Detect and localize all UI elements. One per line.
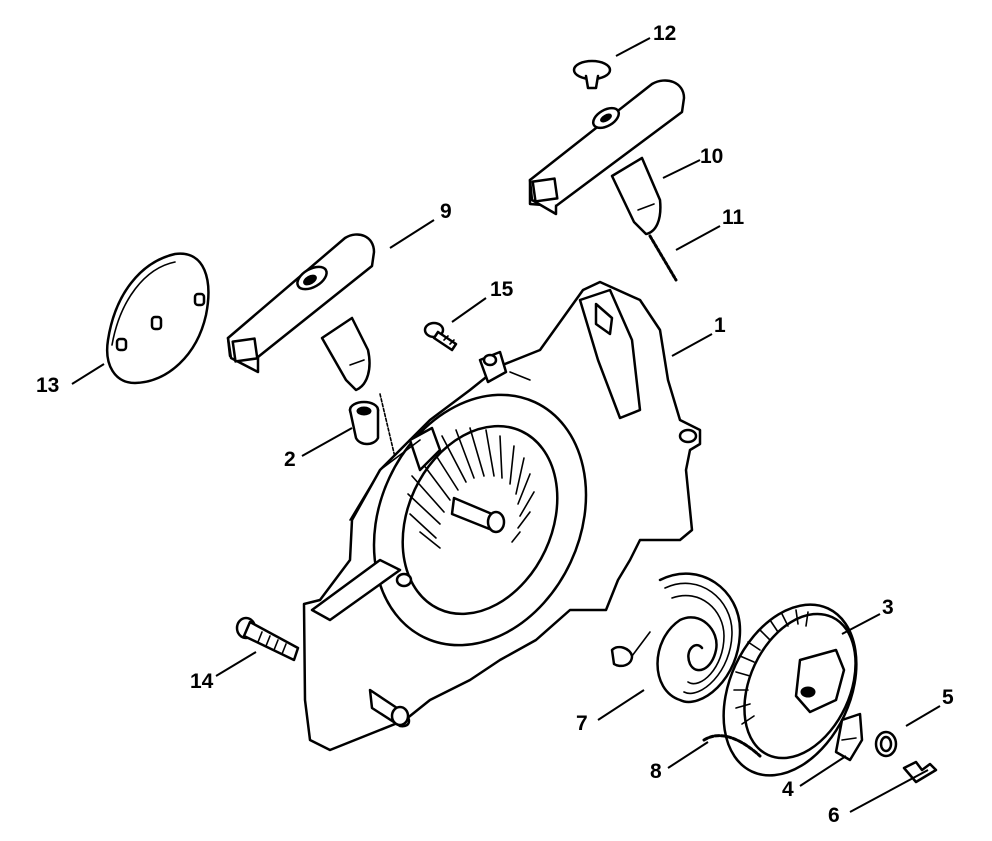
screw-15 (423, 321, 458, 352)
callout-2: 2 (284, 448, 296, 471)
screw-14 (235, 616, 300, 662)
callout-6: 6 (828, 804, 840, 827)
callout-4: 4 (782, 778, 794, 801)
callout-8: 8 (650, 760, 662, 783)
rewind-spring-7 (610, 572, 742, 704)
washer-5 (874, 730, 898, 758)
callout-3: 3 (882, 596, 894, 619)
callout-11: 11 (722, 206, 745, 229)
cover-plate-13 (105, 252, 210, 385)
callout-7: 7 (576, 712, 588, 735)
callout-10: 10 (700, 145, 723, 168)
callout-5: 5 (942, 686, 954, 709)
callout-13: 13 (36, 374, 59, 397)
rope-guide-bush-2 (348, 400, 380, 446)
starter-rope-8 (702, 734, 762, 758)
callout-1: 1 (714, 314, 726, 337)
grip-cap-12 (572, 59, 612, 90)
callout-15: 15 (490, 278, 514, 301)
callout-labels: 12 10 11 9 15 1 13 2 3 5 7 8 4 6 14 (36, 22, 954, 827)
callout-9: 9 (440, 200, 452, 223)
leader-lines (71, 37, 941, 813)
starter-grip-9 (226, 233, 399, 471)
callout-12: 12 (653, 22, 676, 45)
pawl-4 (834, 712, 864, 762)
spring-clip-6 (902, 760, 938, 784)
callout-14: 14 (190, 670, 214, 693)
rope-rotor-3 (722, 603, 858, 777)
starter-rope-11 (648, 234, 678, 282)
starter-housing-1 (302, 280, 702, 752)
starter-grip-10 (528, 79, 686, 236)
